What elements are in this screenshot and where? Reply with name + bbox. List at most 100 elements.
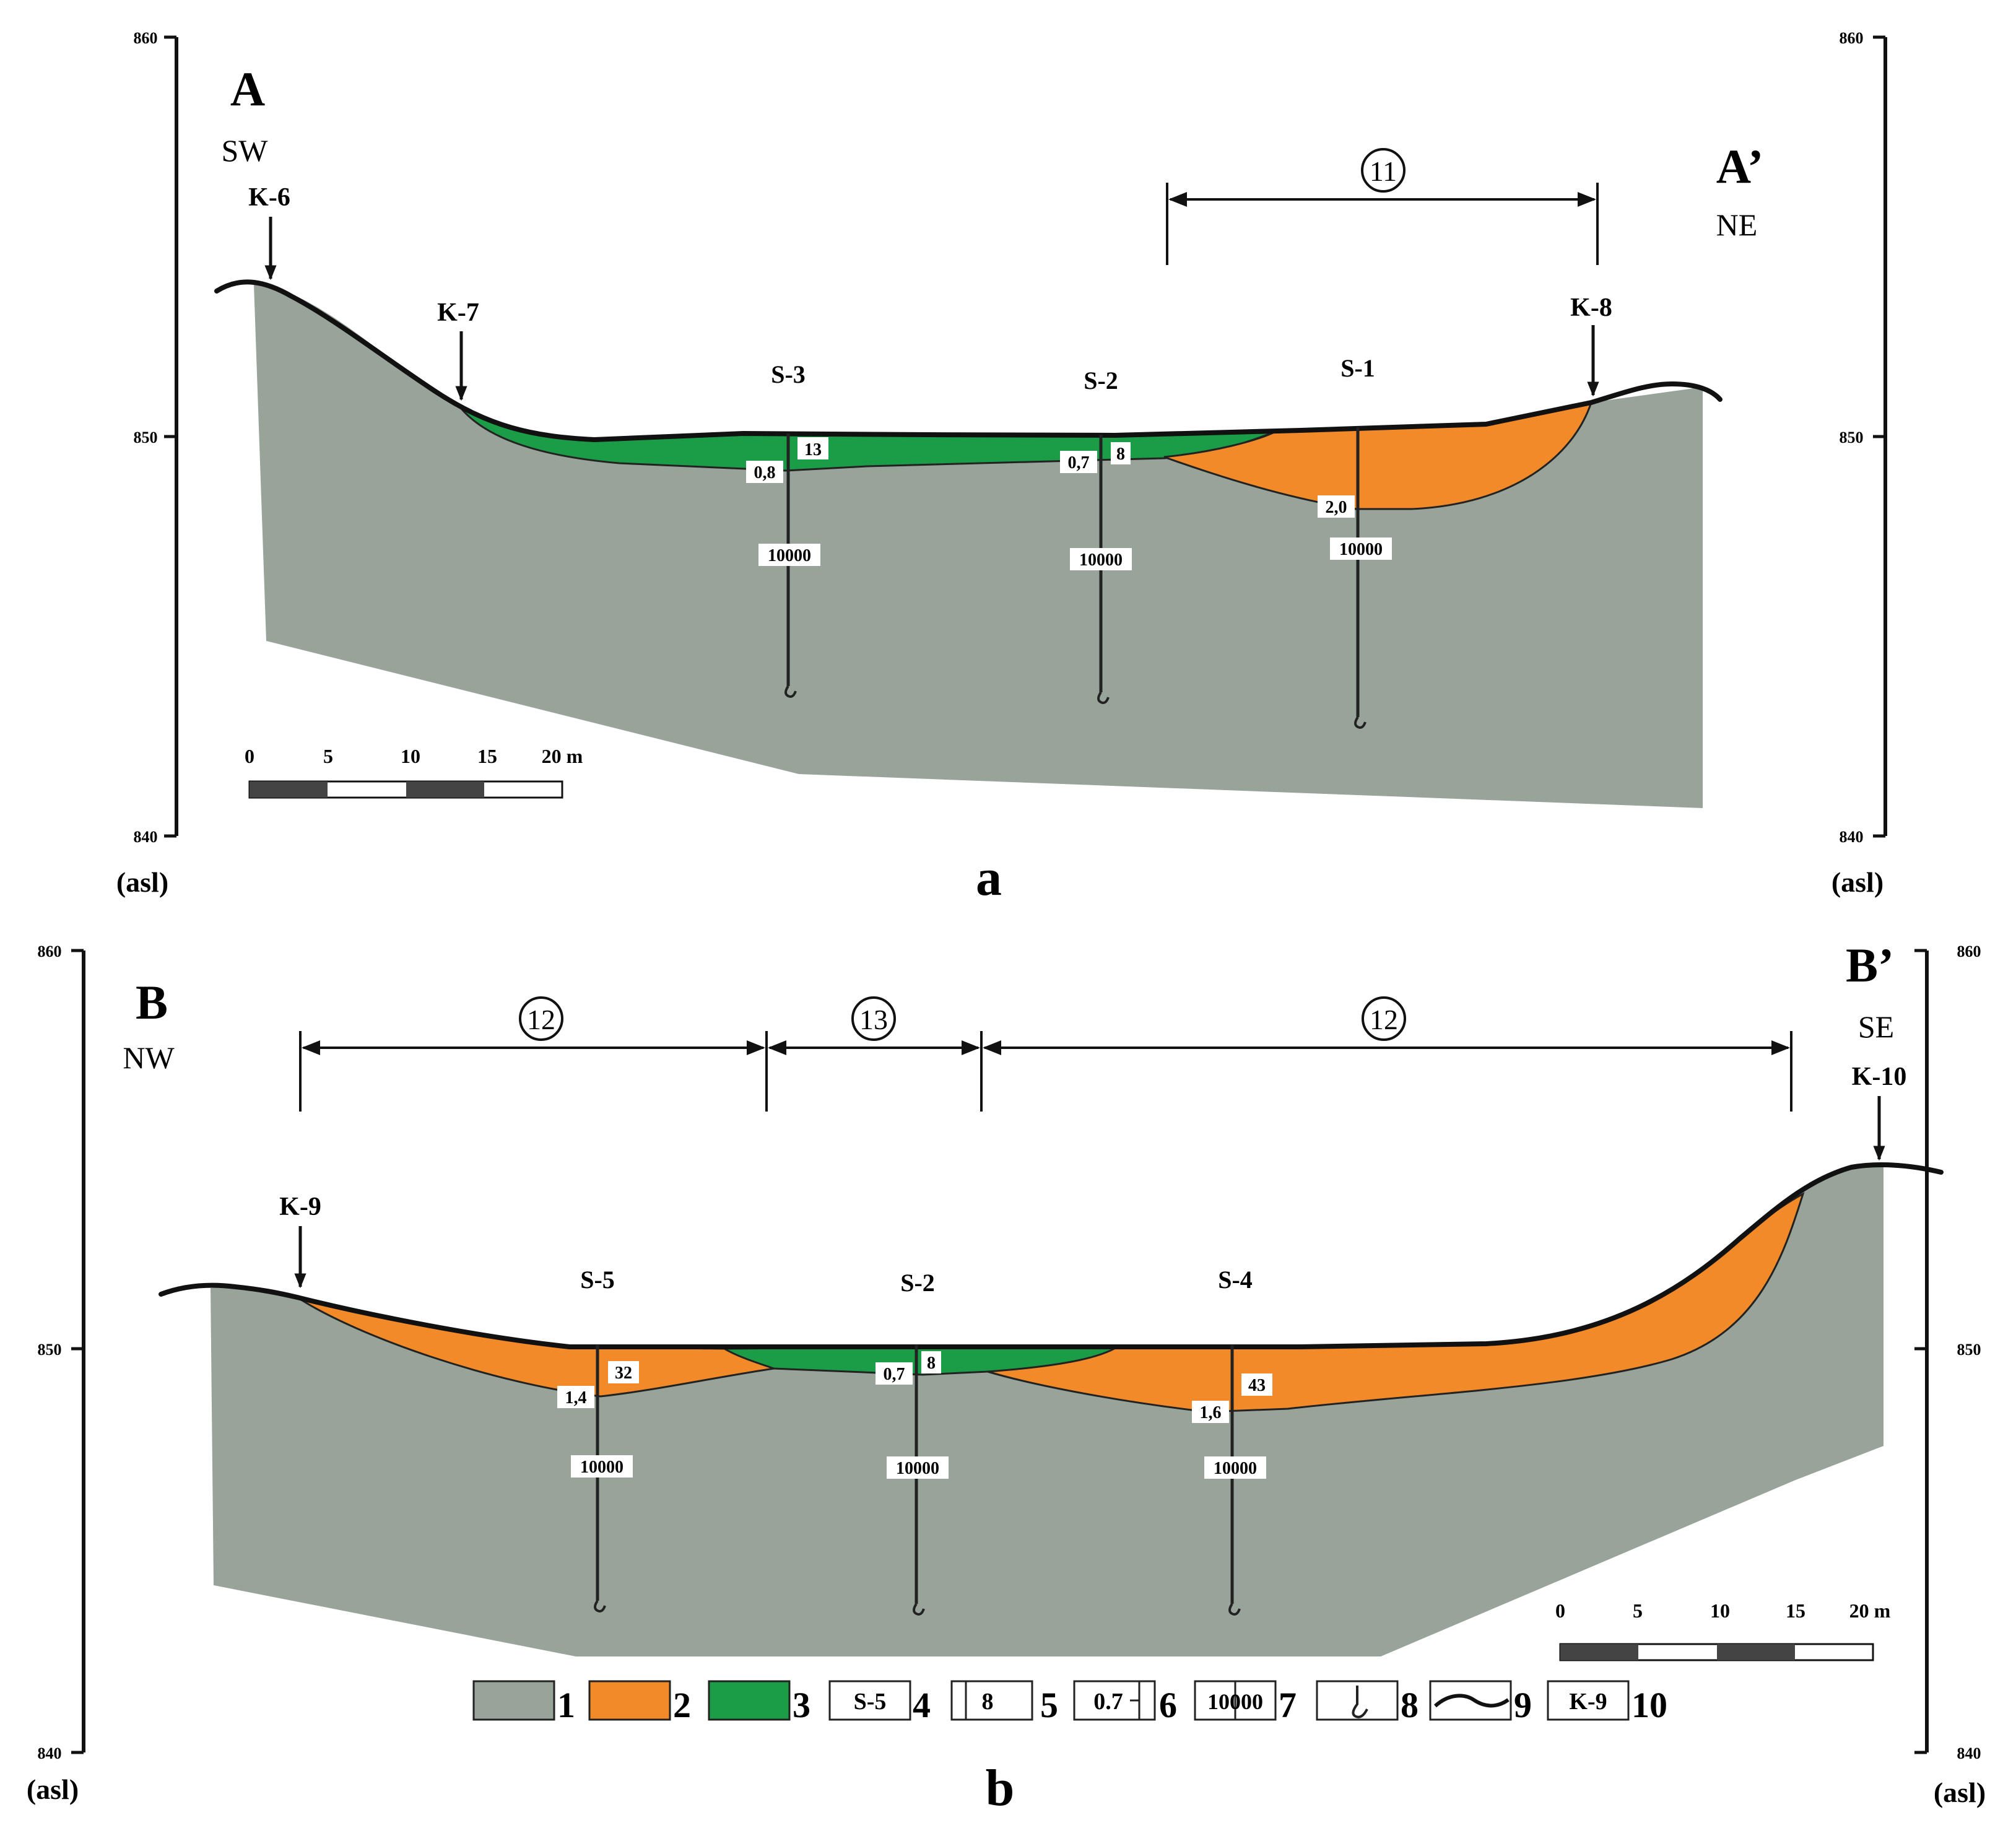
panel-a-bedrock (254, 285, 1703, 808)
panel-a-well-s2: S-2 8 0,7 10000 (1060, 367, 1132, 704)
panel-a-scale-tick-10: 10 (401, 745, 420, 767)
panel-b-point-k10-label: K-10 (1852, 1063, 1907, 1091)
panel-b-zone-13: 13 (859, 1004, 888, 1035)
surface-line-icon (1433, 1694, 1510, 1708)
panel-b-right-axis-mid: 850 (1957, 1341, 1981, 1359)
panel-a-scale-tick-20: 20 m (542, 745, 583, 767)
panel-a-point-k7: K-7 (437, 298, 479, 401)
panel-a-scale-tick-5: 5 (323, 745, 333, 767)
panel-b-right-direction: SE (1858, 1009, 1894, 1044)
panel-a-orange-layer (1163, 401, 1593, 510)
panel-a-well-s1-depth: 10000 (1339, 540, 1383, 559)
legend-item-10-num: 10 (1631, 1685, 1667, 1725)
panel-b-left-label: B (136, 975, 168, 1029)
legend-item-1-num: 1 (557, 1685, 575, 1725)
panel-a-right-direction: NE (1716, 207, 1758, 242)
panel-b-well-s2: S-2 8 0,7 10000 (875, 1269, 949, 1616)
panel-b-ground-surface (159, 1162, 1944, 1349)
legend-item-5-box: 8 (982, 1689, 994, 1715)
panel-b-scale-bar: 0 5 10 15 20 m (1555, 1599, 1891, 1661)
legend-item-5-num: 5 (1040, 1685, 1058, 1725)
panel-a-right-axis-bottom: 840 (1840, 828, 1864, 846)
panel-a-point-k7-label: K-7 (437, 298, 479, 327)
panel-a-well-s2-code: 8 (1116, 445, 1125, 464)
panel-b-left-axis-bottom: 840 (38, 1744, 62, 1762)
panel-a-point-k6: K-6 (248, 183, 290, 281)
panel-b-well-s4-depth: 10000 (1214, 1459, 1257, 1478)
panel-a-right-axis-mid: 850 (1840, 429, 1864, 446)
panel-a-zone-11: 11 (1166, 148, 1599, 265)
panel-b-left-axis-top: 860 (38, 942, 62, 960)
panel-b-point-k9: K-9 (279, 1193, 321, 1289)
panel-b-right-axis-bottom: 840 (1957, 1744, 1981, 1762)
legend-item-8: 8 (1316, 1680, 1419, 1725)
panel-b-scale-tick-20: 20 m (1849, 1599, 1891, 1622)
panel-b-right-axis: 860 850 840 (asl) (1914, 942, 1986, 1808)
panel-a-well-s2-thickness: 0,7 (1068, 453, 1090, 472)
panel-b-left-axis-unit: (asl) (27, 1774, 79, 1805)
panel-a-point-k8-label: K-8 (1570, 294, 1612, 322)
panel-a-well-s3-code: 13 (804, 440, 822, 459)
panel-b-right-label: B’ (1846, 938, 1894, 992)
panel-b: 860 850 840 (asl) 860 850 840 (asl) (27, 938, 1986, 1817)
panel-b-zone-12-left: 12 (527, 1004, 555, 1035)
panel-a-caption: a (976, 849, 1002, 907)
panel-b-well-s5-code: 32 (615, 1364, 632, 1383)
panel-a-well-s1: S-1 2,0 10000 (1318, 354, 1392, 729)
panel-b-left-direction: NW (123, 1040, 175, 1075)
legend-item-10-box: K-9 (1569, 1689, 1607, 1715)
panel-a-scale-bar: 0 5 10 15 20 m (245, 745, 583, 799)
panel-b-left-axis: 860 850 840 (asl) (27, 942, 85, 1805)
panel-a-left-axis-bottom: 840 (134, 828, 158, 846)
panel-b-right-axis-top: 860 (1957, 942, 1981, 960)
legend-item-2-num: 2 (673, 1685, 691, 1725)
panel-b-green-layer (721, 1346, 1121, 1376)
legend-item-4-box: S-5 (854, 1689, 887, 1715)
panel-a-ground-surface (214, 279, 1723, 443)
panel-a-well-s2-depth: 10000 (1079, 551, 1123, 570)
panel-a-left-axis-unit: (asl) (116, 866, 168, 898)
panel-b-right-axis-unit: (asl) (1934, 1777, 1986, 1808)
legend-item-6-box: 0.7 (1093, 1689, 1123, 1715)
legend-item-7: 10000 7 (1194, 1680, 1297, 1725)
panel-b-well-s2-code: 8 (927, 1354, 936, 1373)
panel-a-well-s3: S-3 13 0,8 10000 (746, 360, 828, 698)
panel-a-right-label: A’ (1716, 139, 1764, 193)
panel-b-left-axis-mid: 850 (38, 1341, 62, 1359)
legend-item-4-num: 4 (913, 1685, 931, 1725)
panel-b-well-s4-name: S-4 (1218, 1266, 1253, 1294)
panel-a-well-s3-thickness: 0,8 (754, 463, 776, 482)
panel-b-well-s5-depth: 10000 (580, 1458, 623, 1477)
panel-a-point-k8: K-8 (1570, 294, 1612, 397)
panel-a-scale-tick-0: 0 (245, 745, 254, 767)
legend-item-5: 8 5 (950, 1680, 1058, 1725)
panel-b-scale-tick-10: 10 (1710, 1599, 1730, 1622)
panel-a-left-direction: SW (222, 133, 269, 168)
panel-b-well-s4-code: 43 (1248, 1376, 1266, 1395)
panel-a-well-s3-name: S-3 (771, 360, 806, 388)
panel-b-well-s5-name: S-5 (580, 1266, 615, 1294)
panel-b-zones: 12 13 12 (299, 996, 1792, 1112)
legend-item-1: 1 (472, 1680, 575, 1725)
panel-a-left-label: A (230, 62, 265, 116)
legend-item-3-num: 3 (793, 1685, 810, 1725)
legend-item-3: 3 (708, 1680, 810, 1725)
panel-a-zone-11-marker: 11 (1370, 155, 1397, 187)
panel-a-right-axis-unit: (asl) (1831, 866, 1883, 898)
panel-b-well-s2-name: S-2 (900, 1269, 935, 1297)
panel-a-well-s1-thickness: 2,0 (1326, 498, 1347, 517)
panel-a-scale-tick-15: 15 (477, 745, 497, 767)
panel-a-well-s2-name: S-2 (1084, 367, 1118, 394)
legend-item-9-num: 9 (1514, 1685, 1532, 1725)
panel-a: 860 850 840 (asl) 860 850 840 (asl) S- (116, 29, 1887, 907)
legend-item-10: K-9 10 (1547, 1680, 1667, 1725)
panel-a-left-axis: 860 850 840 (asl) (116, 29, 178, 898)
well-end-hook-icon (1352, 1686, 1368, 1718)
panel-b-well-s5: S-5 32 1,4 10000 (557, 1266, 639, 1613)
legend-item-7-box: 10000 (1207, 1689, 1263, 1714)
panel-b-well-s4-thickness: 1,6 (1200, 1403, 1222, 1422)
panel-b-scale-tick-5: 5 (1633, 1599, 1643, 1622)
panel-b-point-k9-label: K-9 (279, 1193, 321, 1221)
panel-a-point-k6-label: K-6 (248, 183, 290, 212)
